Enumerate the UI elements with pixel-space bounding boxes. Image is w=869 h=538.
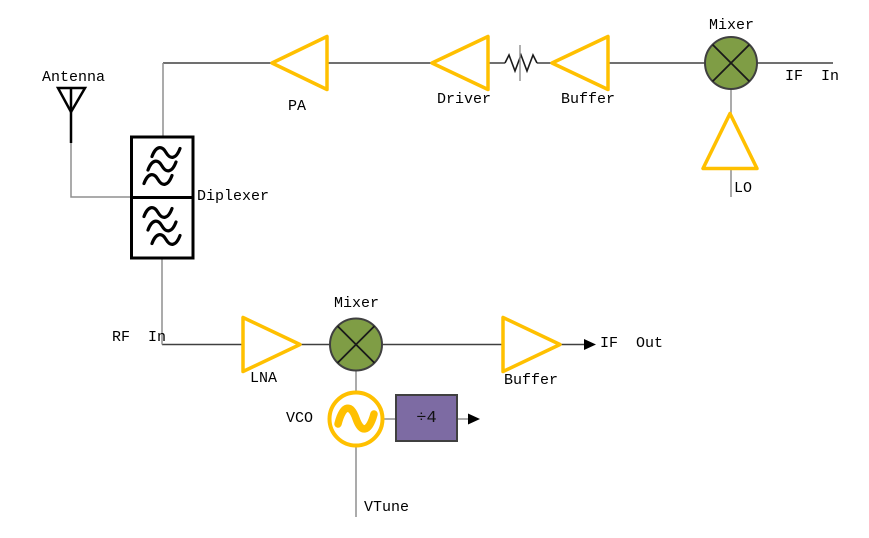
antenna-icon [55,86,88,143]
bpf-rx-icon [142,206,182,246]
buffer-tx-label: Buffer [561,91,616,108]
vtune-label: VTune [364,499,410,516]
diplexer-label: Diplexer [197,188,270,205]
lo-label: LO [734,180,753,197]
vco-icon [327,390,385,448]
mixer-tx-label: Mixer [709,17,755,34]
if-out-arrow-icon [584,339,596,350]
driver-label: Driver [437,91,492,108]
stub-wires [70,63,732,517]
divider-label: ÷4 [416,408,437,428]
bpf-tx-icon [142,146,182,186]
mixer-rx-label: Mixer [334,295,380,312]
buffer-rx-amp-icon [501,315,562,374]
mixer-tx-icon [704,36,758,90]
if-out-label: IF Out [600,335,664,352]
mixer-rx-icon [329,317,383,372]
pa-amp-icon [270,34,329,92]
lna-amp-icon [241,315,302,374]
buffer-rx-label: Buffer [504,372,559,389]
buffer-tx-amp-icon [550,34,610,92]
resistor-icon [504,45,538,81]
driver-amp-icon [430,34,490,92]
pa-label: PA [288,98,307,115]
diplexer-block [130,135,195,260]
divider-output-arrow-icon [468,413,480,425]
antenna-label: Antenna [42,69,106,86]
if-in-label: IF In [785,68,840,85]
lo-amp-icon [701,111,759,171]
vco-label: VCO [286,410,314,427]
lna-label: LNA [250,370,278,387]
rf-in-label: RF In [112,329,167,346]
divider-block [395,394,458,442]
